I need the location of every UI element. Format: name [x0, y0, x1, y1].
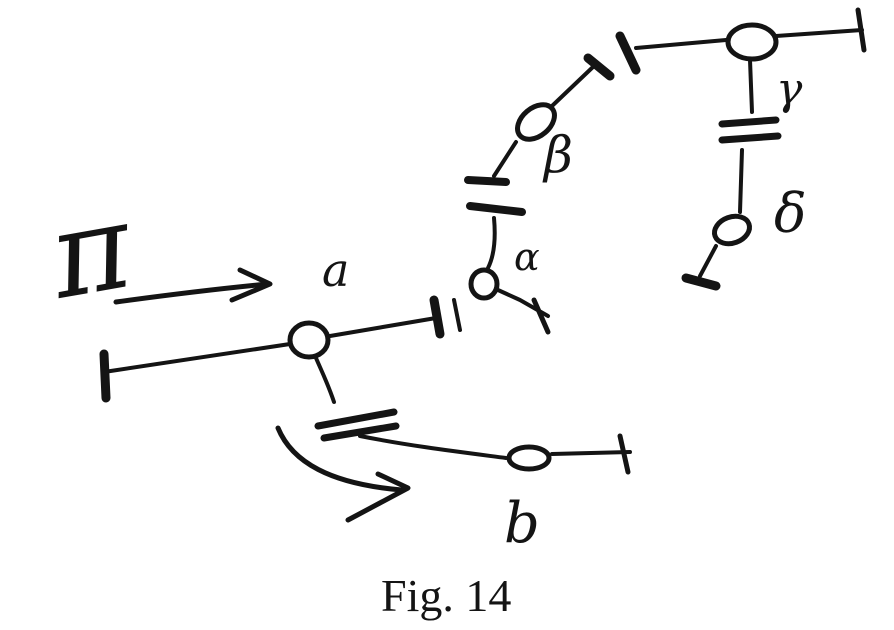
rod-b [358, 433, 632, 475]
figure-caption: Fig. 14 [381, 570, 511, 621]
gamma-rod [615, 7, 867, 75]
beta-link [492, 53, 615, 178]
label-b: b [504, 491, 540, 556]
clutch-a-b [314, 356, 400, 442]
label-gamma: γ [776, 64, 803, 115]
force-arrow [113, 267, 273, 305]
label-alpha: α [514, 235, 540, 279]
label-delta: δ [774, 182, 807, 245]
delta-link [681, 244, 721, 291]
label-beta: β [542, 126, 573, 184]
rotation-arrow [275, 425, 411, 523]
main-rod [99, 295, 445, 403]
joint-a [287, 320, 331, 360]
joint-alpha [468, 267, 500, 301]
joint-delta [712, 213, 752, 247]
joint-gamma [725, 22, 779, 62]
joint-beta [515, 102, 557, 142]
label-pi: π [39, 176, 144, 326]
clutch-gamma-delta [718, 58, 782, 214]
alpha-link [452, 176, 551, 335]
label-a: a [322, 243, 349, 297]
joint-b [506, 444, 552, 472]
